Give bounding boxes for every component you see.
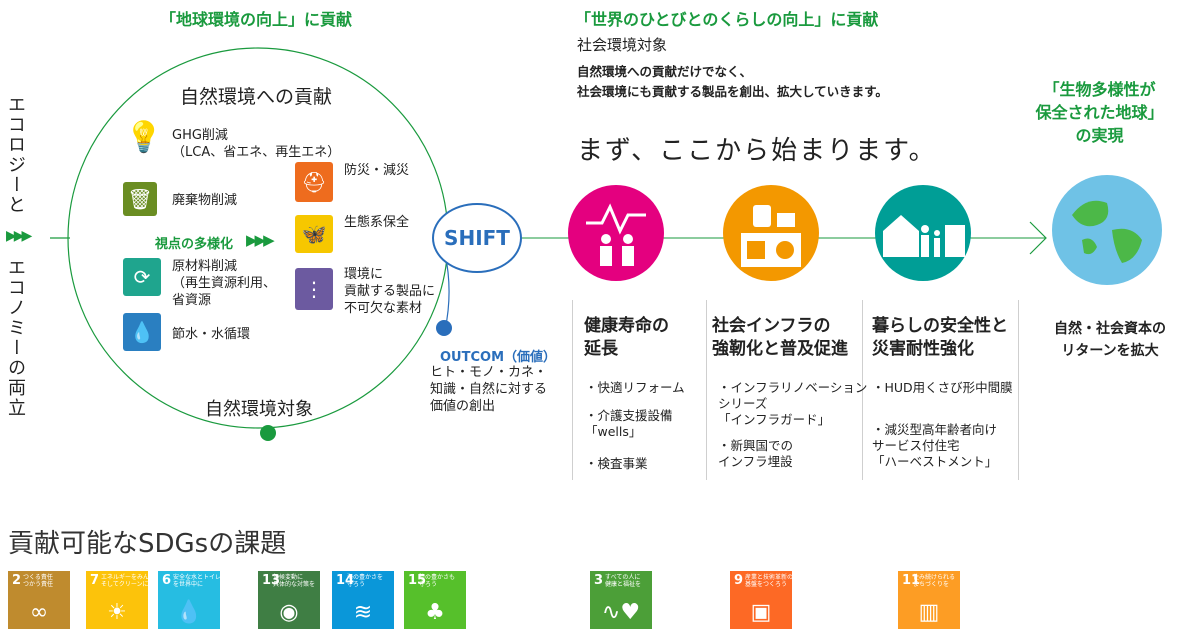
sdg-number: 3: [594, 573, 604, 588]
column-infra-title: 社会インフラの 強靭化と普及促進: [712, 316, 848, 359]
social-body: 自然環境への貢献だけでなく、 社会環境にも貢献する製品を創出、拡大していきます。: [577, 64, 888, 99]
sdg-number: 13: [262, 573, 281, 588]
sdg-glyph: ∿♥: [601, 600, 641, 625]
shift-badge: SHIFT: [432, 203, 522, 273]
circle-bottom-label: 自然環境対象: [205, 399, 313, 420]
sdg-text: 気候変動に 具体的な対策を: [273, 574, 316, 588]
ghg-label: GHG削減 （LCA、省エネ、再生エネ）: [172, 128, 341, 160]
sdg-text: 住み続けられる まちづくりを: [913, 574, 956, 588]
sdg-glyph: ▥: [918, 600, 940, 625]
raw-material-label: 原材料削減 （再生資源利用、 省資源: [172, 259, 277, 308]
materials-label: 環境に 貢献する製品に 不可欠な素材: [344, 267, 436, 316]
sdg-glyph: ▣: [750, 600, 772, 625]
column-health-bullet: ・検査事業: [585, 456, 648, 471]
column-health-bullet: ・介護支援設備 「wells」: [585, 408, 673, 439]
sdg-text: つくる責任 つかう責任: [23, 574, 54, 588]
column-health-bullet: ・快適リフォーム: [585, 380, 685, 395]
family-house-icon: [875, 185, 971, 281]
sdg-glyph: ☀: [107, 600, 127, 625]
sdg-text: すべての人に 健康と福祉を: [605, 574, 642, 588]
sdg-number: 15: [408, 573, 427, 588]
sdg-text: 陸の豊かさも 守ろう: [419, 574, 456, 588]
column-safety-bullet: ・HUD用くさび形中間膜: [872, 380, 1013, 395]
trash-bin-icon: 🗑: [123, 182, 157, 216]
sdg-text: エネルギーをみんなに そしてクリーンに: [101, 574, 162, 588]
sdg-text: 海の豊かさを 守ろう: [347, 574, 384, 588]
sdg-glyph: ♣: [425, 600, 445, 625]
sdg-number: 9: [734, 573, 744, 588]
sdg-number: 14: [336, 573, 355, 588]
column-infra-bullet: ・新興国での インフラ埋設: [718, 438, 794, 469]
sdg-number: 6: [162, 573, 172, 588]
infrastructure-icon: [723, 185, 819, 281]
column-divider: [862, 300, 863, 480]
viewpoint-label: 視点の多様化: [155, 237, 234, 252]
lightbulb-icon: 💡: [125, 120, 163, 155]
sdg-glyph: ◉: [279, 600, 299, 625]
tagline: まず、ここから始まります。: [577, 136, 937, 166]
triple-arrow-icon: ▶▶▶: [6, 228, 32, 244]
recycle-icon: ⟳: [123, 258, 161, 296]
sdgs-title: 貢献可能なSDGsの課題: [8, 529, 287, 559]
biodiversity-goal: 「生物多様性が 保全された地球」 の実現: [1035, 80, 1164, 145]
column-divider: [1018, 300, 1019, 480]
outcome-dot: [436, 320, 452, 336]
column-health-title: 健康寿命の 延長: [584, 316, 669, 359]
column-divider: [706, 300, 707, 480]
header-right: 「世界のひとびとのくらしの向上」に貢献: [575, 10, 879, 29]
ecology-label: エコロジーと: [5, 95, 26, 215]
ecosystem-label: 生態系保全: [344, 215, 410, 230]
header-left: 「地球環境の向上」に貢献: [160, 10, 353, 29]
sdg-text: 安全な水とトイレ を世界中に: [173, 574, 222, 588]
economy-label: エコノミーの両立: [5, 258, 26, 418]
water-label: 節水・水循環: [172, 327, 251, 342]
water-drop-icon: 💧: [123, 313, 161, 351]
column-divider: [572, 300, 573, 480]
earth-icon: [1052, 175, 1162, 285]
materials-icon: ⋮: [295, 268, 333, 310]
circle-bottom-dot: [260, 425, 276, 441]
sdg-number: 7: [90, 573, 100, 588]
earth-label: 自然・社会資本の リターンを拡大: [1054, 321, 1166, 359]
column-safety-bullet: ・減災型高年齢者向け サービス付住宅 「ハーベストメント」: [872, 422, 998, 469]
outcome-body: ヒト・モノ・カネ・ 知識・自然に対する 価値の創出: [430, 365, 548, 414]
column-infra-bullet: ・インフラリノベーション シリーズ 「インフラガード」: [718, 380, 868, 427]
disaster-label: 防災・減災: [344, 163, 410, 178]
sdg-glyph: ∞: [29, 600, 49, 625]
sdg-number: 11: [902, 573, 921, 588]
sdg-glyph: ≋: [353, 600, 373, 625]
sdg-number: 2: [12, 573, 22, 588]
sdg-glyph: 💧: [175, 600, 203, 625]
helmet-icon: ⛑: [295, 162, 333, 202]
column-safety-title: 暮らしの安全性と 災害耐性強化: [872, 316, 1008, 359]
sdg-text: 産業と技術革新の 基盤をつくろう: [745, 574, 794, 588]
health-icon: [568, 185, 664, 281]
circle-title: 自然環境への貢献: [180, 86, 333, 108]
social-subtitle: 社会環境対象: [577, 36, 668, 54]
triple-arrow-icon: ▶▶▶: [246, 231, 275, 249]
waste-label: 廃棄物削減: [172, 193, 238, 208]
butterfly-icon: 🦋: [295, 215, 333, 253]
outcome-title: OUTCOM（価値）: [440, 350, 557, 365]
